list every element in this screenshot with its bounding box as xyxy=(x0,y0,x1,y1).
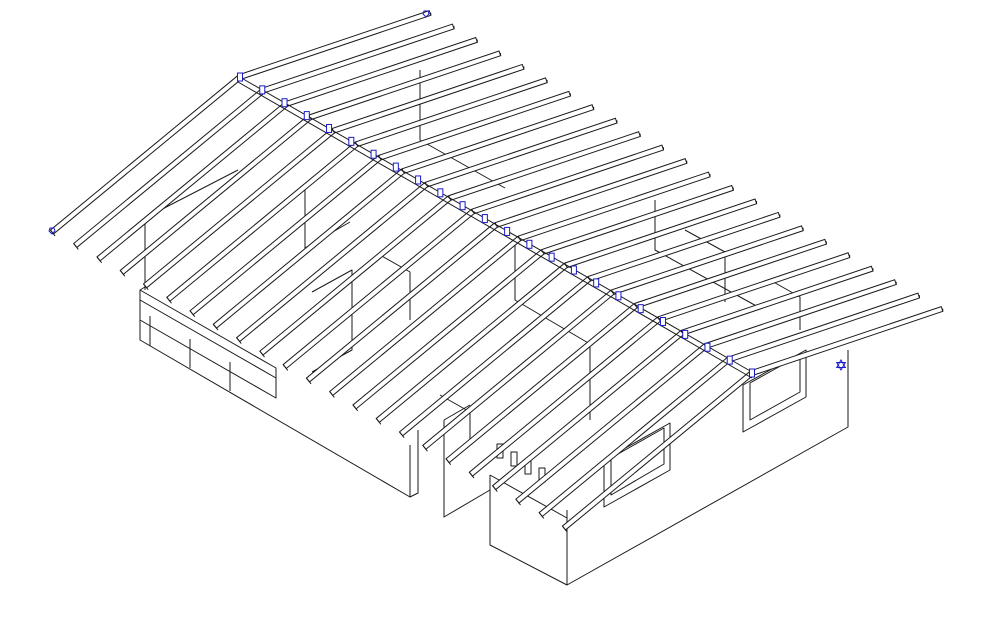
ridge-connector[interactable] xyxy=(392,162,399,172)
front-rafter xyxy=(352,249,545,410)
ridge-connector[interactable] xyxy=(326,123,333,133)
front-rafter-end xyxy=(282,364,289,371)
ridge-connector[interactable] xyxy=(237,72,243,82)
vent-slot xyxy=(510,451,518,467)
front-roof-rafters xyxy=(49,74,755,533)
front-rafter-end xyxy=(422,445,428,452)
ridge-connectors xyxy=(237,72,755,378)
ridge-beam xyxy=(237,75,753,379)
ridge-connector[interactable] xyxy=(437,188,444,198)
ridge-connector[interactable] xyxy=(370,149,377,159)
interior-wall xyxy=(379,254,411,320)
front-rafter-end xyxy=(143,283,149,291)
eave-end-marker[interactable] xyxy=(48,227,56,235)
front-rafter-end xyxy=(538,512,545,519)
ridge-connector[interactable] xyxy=(303,111,310,121)
ridge-connector[interactable] xyxy=(548,252,555,262)
front-rafter-end xyxy=(236,337,242,344)
left-wing-balcony-rail xyxy=(139,289,277,399)
front-rafter-end xyxy=(329,391,335,398)
front-rafter-end xyxy=(492,485,498,492)
star-of-david-icon xyxy=(835,358,847,368)
ridge-beam-bottom xyxy=(237,81,753,379)
tag-icon xyxy=(422,10,430,18)
front-rafter xyxy=(96,101,289,262)
ridge-connector[interactable] xyxy=(593,278,600,288)
front-rafter-end xyxy=(515,498,521,506)
front-rafter xyxy=(166,141,359,302)
ridge-connector[interactable] xyxy=(682,329,689,339)
front-rafter xyxy=(235,182,429,343)
front-rafter xyxy=(468,316,662,477)
front-rafter-end xyxy=(189,310,196,317)
front-window-inner xyxy=(610,427,665,496)
front-rafter xyxy=(259,195,452,356)
front-rafter xyxy=(538,356,732,518)
front-rafter-end xyxy=(468,471,475,479)
front-rafter-end xyxy=(119,270,126,277)
rear-roof-rafters xyxy=(238,9,944,377)
ridge-connector[interactable] xyxy=(749,368,755,378)
front-rafter-end xyxy=(352,404,359,412)
tag-icon xyxy=(48,227,56,235)
ridge-connector[interactable] xyxy=(459,201,466,211)
front-rafter-end xyxy=(96,256,103,264)
front-rafter-end xyxy=(375,418,382,425)
ridge-end-marker[interactable] xyxy=(422,10,430,18)
middle-block-corner xyxy=(409,430,419,498)
ridge-connector[interactable] xyxy=(348,136,355,146)
front-rafter xyxy=(212,168,406,329)
front-rafter xyxy=(72,87,266,249)
ridge-beam-top xyxy=(237,75,753,373)
interior-wall xyxy=(769,279,801,330)
front-rafter xyxy=(561,370,755,531)
ridge-connector[interactable] xyxy=(637,304,644,314)
front-rafter xyxy=(305,222,499,383)
ridge-connector[interactable] xyxy=(726,355,733,365)
front-rafter-end xyxy=(445,458,452,465)
front-rafter xyxy=(328,235,522,397)
ridge-connector[interactable] xyxy=(281,98,288,108)
front-rafter-end xyxy=(259,350,265,358)
balcony-rail-line xyxy=(139,299,277,379)
ridge-connector[interactable] xyxy=(704,342,711,352)
front-rafter xyxy=(398,276,592,437)
front-rafter-end xyxy=(73,243,79,250)
front-rafter-end xyxy=(212,323,219,331)
ridge-connector[interactable] xyxy=(615,291,622,301)
front-rafter xyxy=(445,303,638,464)
ridge-connector[interactable] xyxy=(526,239,533,249)
interior-wall xyxy=(419,70,506,189)
ridge-connector[interactable] xyxy=(659,317,666,327)
front-rafter xyxy=(119,114,313,275)
front-rafter xyxy=(49,74,243,235)
front-rafter xyxy=(491,330,685,491)
ridge-connector[interactable] xyxy=(504,226,511,236)
middle-block-front xyxy=(443,420,491,518)
front-rafter xyxy=(282,208,476,370)
front-rafter xyxy=(375,262,569,423)
front-rafter xyxy=(142,128,336,289)
ridge-connector[interactable] xyxy=(415,175,422,185)
front-rafter-end xyxy=(306,377,312,385)
front-rafter xyxy=(422,289,615,450)
front-rafter-end xyxy=(166,297,172,304)
ridge-connector[interactable] xyxy=(570,265,577,275)
front-rafter-end xyxy=(562,525,568,533)
ridge-connector[interactable] xyxy=(481,214,488,224)
view-anchor-marker[interactable] xyxy=(835,358,847,372)
front-rafter-end xyxy=(399,431,405,439)
ridge-connector[interactable] xyxy=(259,85,266,95)
middle-block-top xyxy=(443,404,471,421)
